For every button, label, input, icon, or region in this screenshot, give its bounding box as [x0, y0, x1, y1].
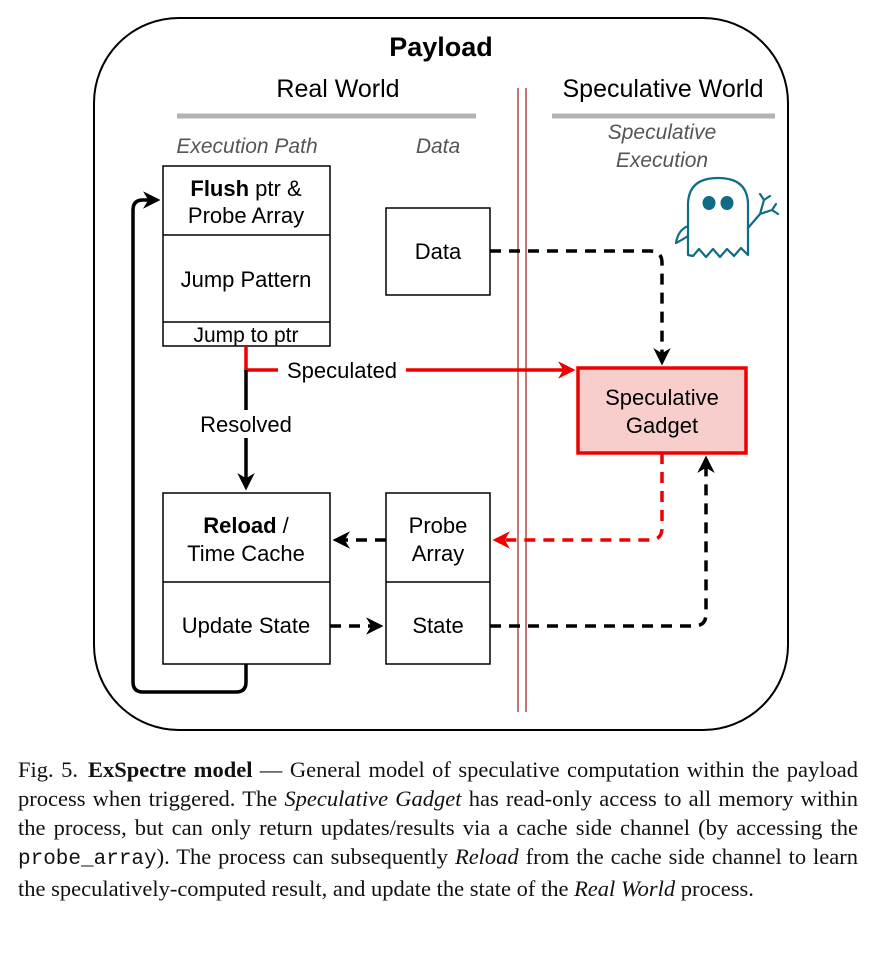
caption-text-3: ). The process can subsequently: [156, 844, 455, 869]
flush-rest: ptr &: [249, 176, 302, 201]
figure-caption: Fig. 5. ExSpectre model — General model o…: [18, 755, 858, 903]
data-to-gadget-edge: [490, 249, 671, 366]
caption-title: ExSpectre model: [87, 757, 253, 782]
loop-back-edge: [131, 191, 248, 694]
caption-gadget: Speculative Gadget: [284, 786, 462, 811]
diagram-title: Payload: [389, 32, 493, 62]
jump-to-ptr-label: Jump to ptr: [193, 324, 298, 347]
caption-reload: Reload: [454, 844, 519, 869]
probe-state-box: [385, 492, 491, 665]
caption-text-4: from the cache side channel to learn the…: [18, 844, 858, 901]
caption-real-world: Real World: [574, 876, 676, 901]
caption-dash: —: [252, 757, 290, 782]
update-state-label: Update State: [182, 613, 310, 638]
data-column-label: Data: [416, 135, 460, 158]
speculative-execution-label-2: Execution: [616, 149, 708, 172]
data-box-label: Data: [415, 239, 462, 264]
probe-array-label-2: Array: [412, 541, 465, 566]
caption-fig-num: Fig. 5.: [18, 757, 78, 782]
caption-code: probe_array: [18, 848, 157, 871]
reload-label: Reload /: [203, 513, 289, 538]
resolved-label: Resolved: [200, 412, 292, 437]
reload-bold: Reload: [203, 513, 276, 538]
speculative-world-label: Speculative World: [562, 75, 763, 103]
caption-text-2: has read-only access to all memory withi…: [18, 786, 859, 840]
speculative-execution-label-1: Speculative: [608, 121, 717, 144]
gadget-to-probe-edge: [492, 453, 664, 549]
caption-text-1: General model of speculative computation…: [18, 757, 859, 811]
reload-label-line2: Time Cache: [187, 541, 305, 566]
reload-box: [162, 492, 331, 665]
real-world-label: Real World: [276, 75, 399, 103]
flush-label-line2: Probe Array: [188, 203, 304, 228]
state-to-gadget-edge: [490, 455, 715, 628]
speculative-gadget-label-1: Speculative: [605, 385, 719, 410]
probe-array-label-1: Probe: [409, 513, 468, 538]
execution-path-label: Execution Path: [176, 135, 317, 158]
flush-probe-box: [162, 165, 331, 347]
flush-label: Flush ptr &: [190, 176, 302, 201]
speculated-label: Speculated: [287, 358, 397, 383]
ghost-left-eye: [702, 196, 716, 210]
ghost-icon: [674, 176, 780, 259]
speculated-label-bg: [278, 356, 406, 384]
flush-bold: Flush: [190, 176, 249, 201]
reload-rest: /: [277, 513, 290, 538]
speculative-gadget-label-2: Gadget: [626, 413, 698, 438]
speculative-gadget-box: [576, 366, 748, 455]
ghost-right-eye: [720, 196, 734, 210]
state-label: State: [412, 613, 463, 638]
resolved-label-bg: [190, 410, 302, 438]
caption-text-5: process.: [675, 876, 754, 901]
jump-pattern-label: Jump Pattern: [181, 267, 312, 292]
payload-diagram: Payload Real World Speculative World Exe…: [93, 17, 789, 731]
